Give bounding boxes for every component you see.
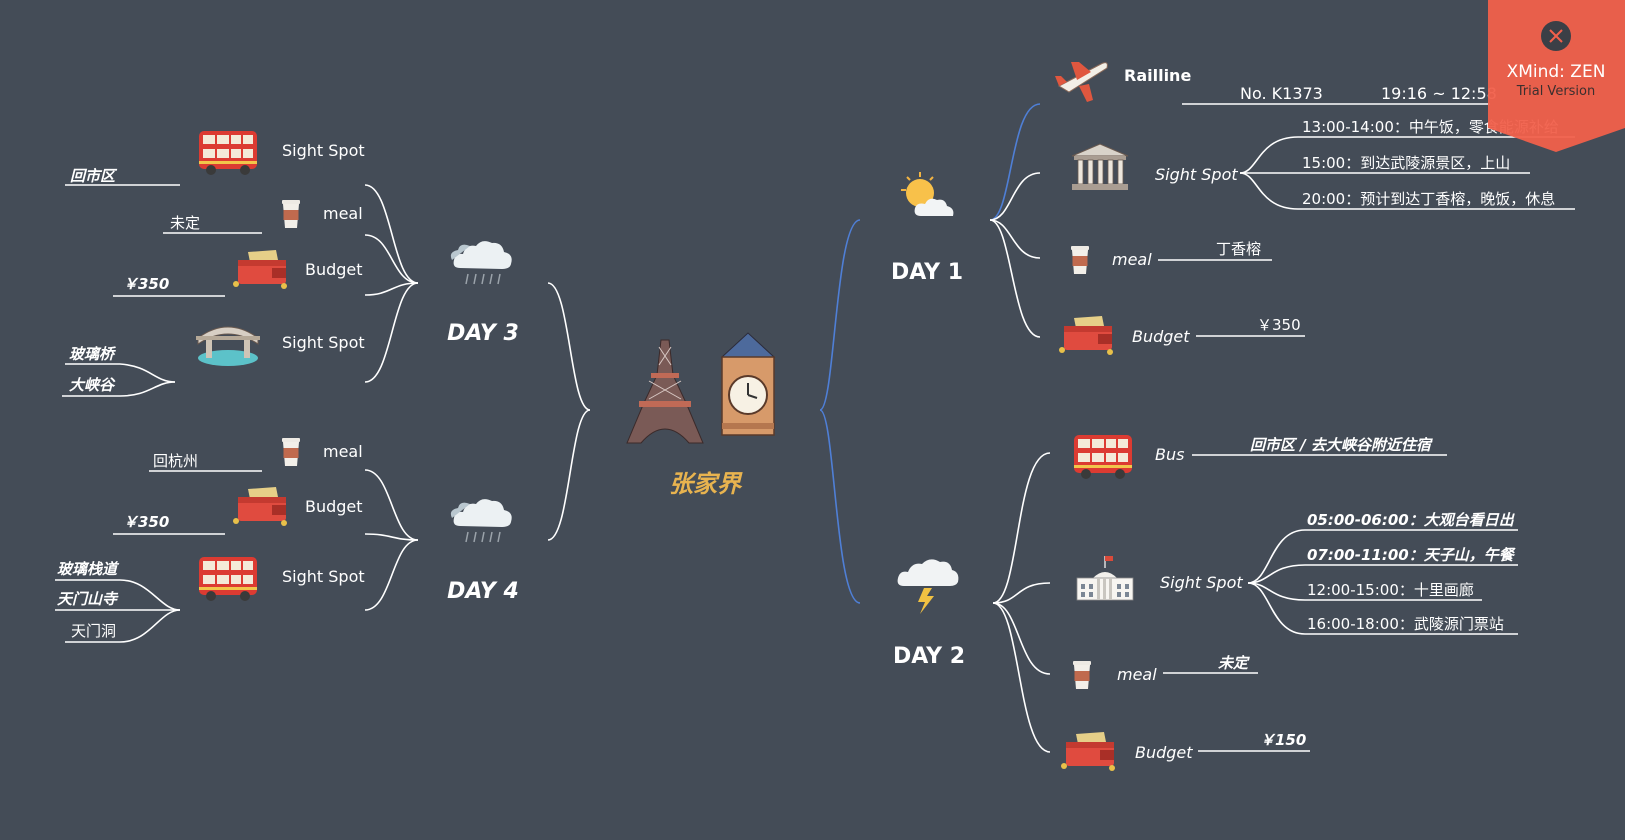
day4-meal-value: 回杭州 bbox=[153, 452, 198, 470]
railline-number: No. K1373 bbox=[1240, 84, 1323, 103]
day3-sight-spot-1[interactable]: Sight Spot 回市区 bbox=[70, 131, 365, 185]
day1-meal-label: meal bbox=[1112, 250, 1152, 269]
central-title: 张家界 bbox=[669, 470, 743, 498]
day2-bus[interactable]: Bus 回市区 / 去大峡谷附近住宿 bbox=[1074, 435, 1434, 479]
day3-sight2-item: 大峡谷 bbox=[69, 376, 116, 394]
day3-label: DAY 3 bbox=[447, 321, 519, 346]
day2-meal[interactable]: meal 未定 bbox=[1073, 654, 1250, 689]
day1-budget-value: ￥350 bbox=[1257, 316, 1301, 334]
day2-budget-value: ￥150 bbox=[1260, 731, 1306, 749]
day3-budget[interactable]: Budget ￥350 bbox=[123, 250, 363, 293]
big-ben-icon bbox=[722, 333, 774, 435]
day4-sight-spot[interactable]: Sight Spot 玻璃栈道 天门山寺 天门洞 bbox=[57, 557, 365, 640]
wallet-icon bbox=[233, 250, 287, 289]
day1-sight-spot[interactable]: Sight Spot 13:00-14:00：中午饭，零食能源补给 15:00：… bbox=[1072, 118, 1559, 208]
day2-sight-label: Sight Spot bbox=[1160, 573, 1243, 592]
day1-budget-label: Budget bbox=[1132, 327, 1190, 346]
day1-meal[interactable]: meal 丁香榕 bbox=[1071, 240, 1261, 274]
day1-meal-value: 丁香榕 bbox=[1216, 240, 1261, 258]
coffee-cup-icon bbox=[282, 200, 300, 228]
central-topic[interactable]: 张家界 bbox=[627, 333, 774, 498]
day4-sight-item: 天门洞 bbox=[71, 622, 116, 640]
day1-railline[interactable]: Railline No. K1373 19:16 ~ 12:58 bbox=[1055, 62, 1497, 103]
day3-meal-label: meal bbox=[323, 204, 363, 223]
eiffel-tower-icon bbox=[627, 340, 703, 443]
bridge-icon bbox=[196, 327, 260, 366]
rain-cloud-icon bbox=[451, 499, 512, 542]
watermark-brand: XMind: ZEN bbox=[1507, 62, 1606, 82]
day4-budget-value: ￥350 bbox=[123, 513, 169, 531]
day1-sight-item: 15:00：到达武陵源景区，上山 bbox=[1302, 154, 1510, 172]
wallet-icon bbox=[233, 487, 287, 526]
day2-node[interactable]: DAY 2 bbox=[893, 559, 965, 669]
day4-sight-item: 天门山寺 bbox=[57, 590, 119, 608]
storm-cloud-icon bbox=[898, 559, 959, 614]
coffee-cup-icon bbox=[1073, 661, 1091, 689]
day3-sight1-value: 回市区 bbox=[70, 167, 118, 185]
day4-budget-label: Budget bbox=[305, 497, 363, 516]
day2-meal-value: 未定 bbox=[1218, 654, 1250, 672]
railline-time: 19:16 ~ 12:58 bbox=[1381, 84, 1497, 103]
temple-icon bbox=[1072, 144, 1128, 190]
bus-icon bbox=[1074, 435, 1132, 479]
rain-cloud-icon bbox=[451, 241, 512, 284]
day3-meal[interactable]: meal 未定 bbox=[170, 200, 363, 232]
day3-budget-label: Budget bbox=[305, 260, 363, 279]
day1-sight-item: 20:00：预计到达丁香榕，晚饭，休息 bbox=[1302, 190, 1555, 208]
bus-icon bbox=[199, 131, 257, 175]
day4-sight-label: Sight Spot bbox=[282, 567, 365, 586]
day2-bus-label: Bus bbox=[1155, 445, 1184, 464]
coffee-cup-icon bbox=[282, 438, 300, 466]
white-house-icon bbox=[1077, 556, 1133, 600]
day3-node[interactable]: DAY 3 bbox=[447, 241, 519, 346]
coffee-cup-icon bbox=[1071, 246, 1089, 274]
airplane-icon bbox=[1055, 62, 1107, 102]
day3-sight2-item: 玻璃桥 bbox=[69, 345, 116, 363]
bus-icon bbox=[199, 557, 257, 601]
day2-label: DAY 2 bbox=[893, 644, 965, 669]
watermark-sub: Trial Version bbox=[1516, 84, 1596, 99]
day4-meal[interactable]: meal 回杭州 bbox=[153, 438, 363, 470]
day2-sight-item: 07:00-11:00：天子山，午餐 bbox=[1307, 546, 1516, 564]
day1-label: DAY 1 bbox=[891, 260, 963, 285]
day2-sight-item: 12:00-15:00：十里画廊 bbox=[1307, 581, 1474, 599]
day3-sight1-label: Sight Spot bbox=[282, 141, 365, 160]
day2-bus-value: 回市区 / 去大峡谷附近住宿 bbox=[1250, 436, 1434, 454]
day3-meal-value: 未定 bbox=[170, 214, 200, 232]
day4-sight-item: 玻璃栈道 bbox=[57, 560, 120, 578]
day1-node[interactable]: DAY 1 bbox=[891, 172, 963, 285]
day2-meal-label: meal bbox=[1117, 665, 1157, 684]
wallet-icon bbox=[1061, 732, 1115, 771]
trial-watermark[interactable]: XMind: ZEN Trial Version bbox=[1488, 0, 1625, 152]
sun-cloud-icon bbox=[901, 172, 953, 216]
wallet-icon bbox=[1059, 316, 1113, 355]
day2-sight-item: 16:00-18:00：武陵源门票站 bbox=[1307, 615, 1504, 633]
day4-budget[interactable]: Budget ￥350 bbox=[123, 487, 363, 531]
day4-meal-label: meal bbox=[323, 442, 363, 461]
day3-sight2-label: Sight Spot bbox=[282, 333, 365, 352]
day3-budget-value: ￥350 bbox=[123, 275, 169, 293]
day3-sight-spot-2[interactable]: Sight Spot 玻璃桥 大峡谷 bbox=[69, 327, 365, 394]
day2-sight-item: 05:00-06:00：大观台看日出 bbox=[1307, 511, 1516, 529]
day4-label: DAY 4 bbox=[447, 579, 519, 604]
close-icon[interactable] bbox=[1541, 21, 1571, 51]
railline-label: Railline bbox=[1124, 66, 1191, 85]
day2-budget-label: Budget bbox=[1135, 743, 1193, 762]
day1-sight-label: Sight Spot bbox=[1155, 165, 1238, 184]
day4-node[interactable]: DAY 4 bbox=[447, 499, 519, 604]
